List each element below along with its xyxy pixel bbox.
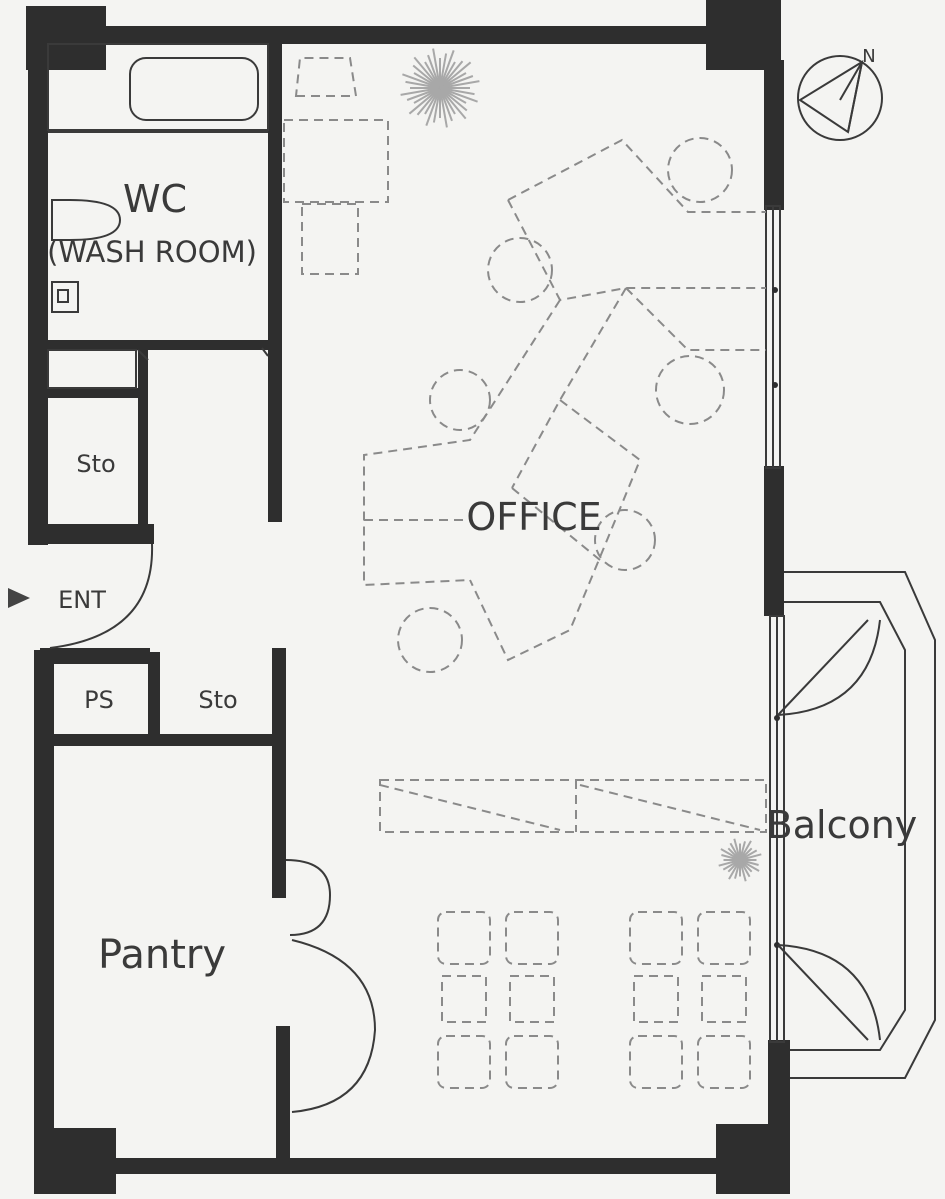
wall-right-mid xyxy=(764,466,784,616)
plant-leaf xyxy=(439,61,472,89)
north-label: N xyxy=(862,46,875,67)
plant-leaf xyxy=(432,87,441,123)
wall-bottom xyxy=(110,1158,720,1174)
plant-leaf xyxy=(412,64,441,89)
balcony-outline xyxy=(777,571,936,1079)
wall-right-upper xyxy=(764,60,784,210)
chair xyxy=(397,607,463,673)
wall-storage-right xyxy=(138,350,148,525)
entrance-label: ENT xyxy=(58,586,106,614)
north-compass-icon xyxy=(797,55,883,141)
chair xyxy=(487,237,553,303)
wall-pantry-right-upper xyxy=(272,648,286,898)
chair xyxy=(629,1035,683,1089)
walls xyxy=(26,0,790,1194)
plant-leaf xyxy=(416,87,441,116)
wall-ps-bottom xyxy=(44,734,284,746)
wall-right-lower xyxy=(768,1040,790,1140)
plant-leaf xyxy=(408,87,441,115)
wall-wc-bottom xyxy=(44,340,272,350)
wall-entrance-bottom xyxy=(40,648,150,664)
dining-sets xyxy=(437,911,751,1089)
chair xyxy=(429,369,491,431)
chair-top-left-2 xyxy=(294,57,358,97)
counter xyxy=(379,779,767,833)
plant-leaf xyxy=(405,80,441,89)
plant-leaf xyxy=(439,87,475,96)
room-label-office: OFFICE xyxy=(466,495,601,539)
wall-entrance-top xyxy=(36,524,154,544)
entrance-door-swing xyxy=(49,543,154,649)
plant-leaf xyxy=(400,87,441,96)
room-label-storage: Sto xyxy=(76,450,115,478)
plant-leaf xyxy=(432,48,441,89)
doors xyxy=(49,347,377,1113)
chair xyxy=(437,1035,491,1089)
pantry-door-upper xyxy=(285,859,332,936)
wall-wc-right xyxy=(268,44,282,522)
plant-leaf xyxy=(439,87,453,122)
wall-left-upper xyxy=(28,60,48,545)
plant-leaf xyxy=(427,54,441,89)
sink-icon xyxy=(51,281,79,313)
room-label-wc: WC xyxy=(123,177,187,221)
windows xyxy=(765,205,785,1043)
plant-icon xyxy=(400,48,480,128)
chair xyxy=(667,137,733,203)
room-label-ps: PS xyxy=(84,686,114,714)
bathtub-icon xyxy=(129,57,259,121)
plant-leaf xyxy=(425,87,441,126)
room-label-storage: Sto xyxy=(198,686,237,714)
plant-leaf xyxy=(439,60,464,89)
plant-leaf xyxy=(439,80,480,89)
plant-leaf xyxy=(439,87,448,128)
wall-storage-top xyxy=(44,388,144,398)
desk-top-left xyxy=(283,119,389,203)
plant-icon xyxy=(718,838,762,882)
office-furniture xyxy=(283,57,767,833)
table xyxy=(441,975,487,1023)
table xyxy=(701,975,747,1023)
plant-leaf xyxy=(439,87,468,112)
column-top-left xyxy=(26,6,106,70)
chair xyxy=(697,1035,751,1089)
pantry-door-lower xyxy=(291,939,377,1113)
toilet-icon xyxy=(51,199,122,241)
chair-top-left xyxy=(301,203,359,275)
plant-leaf xyxy=(439,50,455,89)
plant-leaf xyxy=(406,87,441,101)
room-label-pantry: Pantry xyxy=(98,932,226,978)
chair xyxy=(655,355,725,425)
plant-leaf xyxy=(439,87,467,120)
table xyxy=(633,975,679,1023)
entrance-arrow-icon xyxy=(8,588,30,608)
chair xyxy=(505,1035,559,1089)
wall-left-lower xyxy=(34,650,54,1140)
column-top-right xyxy=(706,0,781,70)
chair xyxy=(697,911,751,965)
chair xyxy=(594,509,656,571)
plant-leaf xyxy=(439,53,448,89)
wall-pantry-right-lower xyxy=(276,1026,290,1166)
plant-leaf xyxy=(413,56,441,89)
plant-leaf xyxy=(439,75,474,89)
chair xyxy=(629,911,683,965)
plant-leaf xyxy=(439,87,478,103)
wall-ps-right xyxy=(148,652,160,738)
room-label-wash-room: (WASH ROOM) xyxy=(47,235,257,269)
plant-leaf xyxy=(402,73,441,89)
room-label-balcony: Balcony xyxy=(767,803,918,847)
wall-top xyxy=(100,26,710,44)
plant-leaf xyxy=(739,853,762,861)
wc-fixtures xyxy=(47,43,269,389)
chair xyxy=(437,911,491,965)
chair xyxy=(505,911,559,965)
table xyxy=(509,975,555,1023)
